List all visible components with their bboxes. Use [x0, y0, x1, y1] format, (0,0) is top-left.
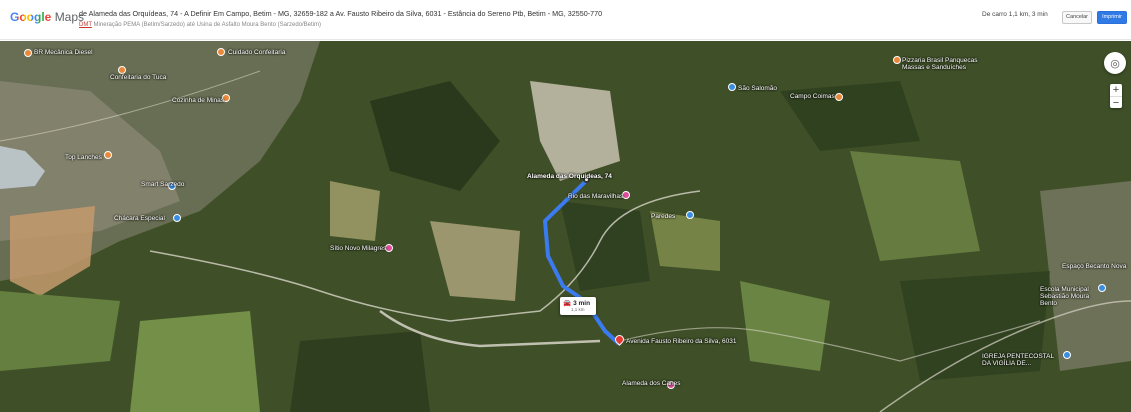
map-label[interactable]: Alameda dos Canes: [622, 380, 681, 387]
route-summary: De carro 1,1 km, 3 min: [982, 11, 1048, 18]
map-label[interactable]: Escola Municipal Sebastião Moura Bento: [1040, 286, 1090, 308]
logo-maps-text: Maps: [54, 10, 85, 24]
poi-pin-icon[interactable]: [728, 83, 736, 91]
zoom-divider: [1110, 96, 1122, 97]
map-label[interactable]: Sítio Novo Milagres: [330, 245, 387, 252]
map-label[interactable]: Chácara Especial: [114, 215, 165, 222]
print-button[interactable]: Imprimir: [1097, 11, 1127, 24]
map-label[interactable]: IGREJA PENTECOSTAL DA VIGÍLIA DE...: [982, 353, 1054, 368]
map-label[interactable]: Paredes: [651, 213, 676, 220]
poi-pin-icon[interactable]: [217, 48, 225, 56]
header: Google Maps de Alameda das Orquídeas, 74…: [0, 0, 1131, 40]
poi-pin-icon[interactable]: [1063, 351, 1071, 359]
route-origin-marker[interactable]: [583, 176, 590, 183]
logo-google-text: Google: [10, 10, 52, 24]
map-label[interactable]: Campo Coimas: [790, 93, 835, 100]
poi-pin-icon[interactable]: [222, 94, 230, 102]
poi-pin-icon[interactable]: [686, 211, 694, 219]
cancel-button[interactable]: Cancelar: [1062, 11, 1092, 24]
poi-pin-icon[interactable]: [104, 151, 112, 159]
map-label[interactable]: Cozinha de Minas: [172, 97, 225, 104]
satellite-map[interactable]: 🚘3 min 1,1 km BR Mecânica Diesel Confeit…: [0, 41, 1131, 412]
poi-pin-icon[interactable]: [24, 49, 32, 57]
poi-pin-icon[interactable]: [118, 66, 126, 74]
zoom-out-button[interactable]: −: [1112, 97, 1120, 109]
map-label[interactable]: BR Mecânica Diesel: [34, 49, 93, 56]
map-label[interactable]: Smart Sarzedo: [141, 181, 185, 188]
google-maps-logo: Google Maps: [10, 10, 84, 24]
map-label[interactable]: Espaço Becanto Nova: [1062, 263, 1127, 270]
zoom-in-button[interactable]: +: [1112, 84, 1120, 96]
poi-pin-icon[interactable]: [893, 56, 901, 64]
map-label[interactable]: Pizzaria Brasil Panquecas Massas e Sandu…: [902, 57, 978, 72]
map-label[interactable]: Cuidado Confeitaria: [228, 49, 286, 56]
map-label[interactable]: São Salomão: [738, 85, 778, 92]
poi-pin-icon[interactable]: [835, 93, 843, 101]
route-time-callout[interactable]: 🚘3 min 1,1 km: [560, 297, 596, 315]
zoom-control: + −: [1110, 84, 1122, 109]
route-time: 3 min: [573, 299, 591, 307]
map-label[interactable]: Top Lanches: [65, 154, 102, 161]
compass-icon[interactable]: ◎: [1104, 52, 1126, 74]
route-via-prefix: DMT: [79, 22, 92, 28]
destination-label[interactable]: Avenida Fausto Ribeiro da Silva, 6031: [626, 338, 737, 345]
poi-pin-icon[interactable]: [385, 244, 393, 252]
car-icon: 🚘: [563, 300, 572, 307]
poi-pin-icon[interactable]: [173, 214, 181, 222]
origin-label[interactable]: Alameda das Orquídeas, 74: [527, 173, 612, 180]
route-title: de Alameda das Orquídeas, 74 - A Definir…: [79, 9, 603, 18]
poi-pin-icon[interactable]: [168, 182, 176, 190]
poi-pin-icon[interactable]: [667, 381, 675, 389]
poi-pin-icon[interactable]: [1098, 284, 1106, 292]
poi-pin-icon[interactable]: [622, 191, 630, 199]
map-label[interactable]: Rio das Maravilhas: [568, 193, 624, 200]
route-via-text: Mineração PEMA (Betim/Sarzedo) até Usina…: [91, 22, 321, 28]
map-imagery: [0, 41, 1131, 412]
map-label[interactable]: Confeitaria do Tuca: [110, 74, 167, 81]
route-distance: 1,1 km: [571, 307, 585, 312]
route-via: DMT Mineração PEMA (Betim/Sarzedo) até U…: [79, 22, 321, 28]
